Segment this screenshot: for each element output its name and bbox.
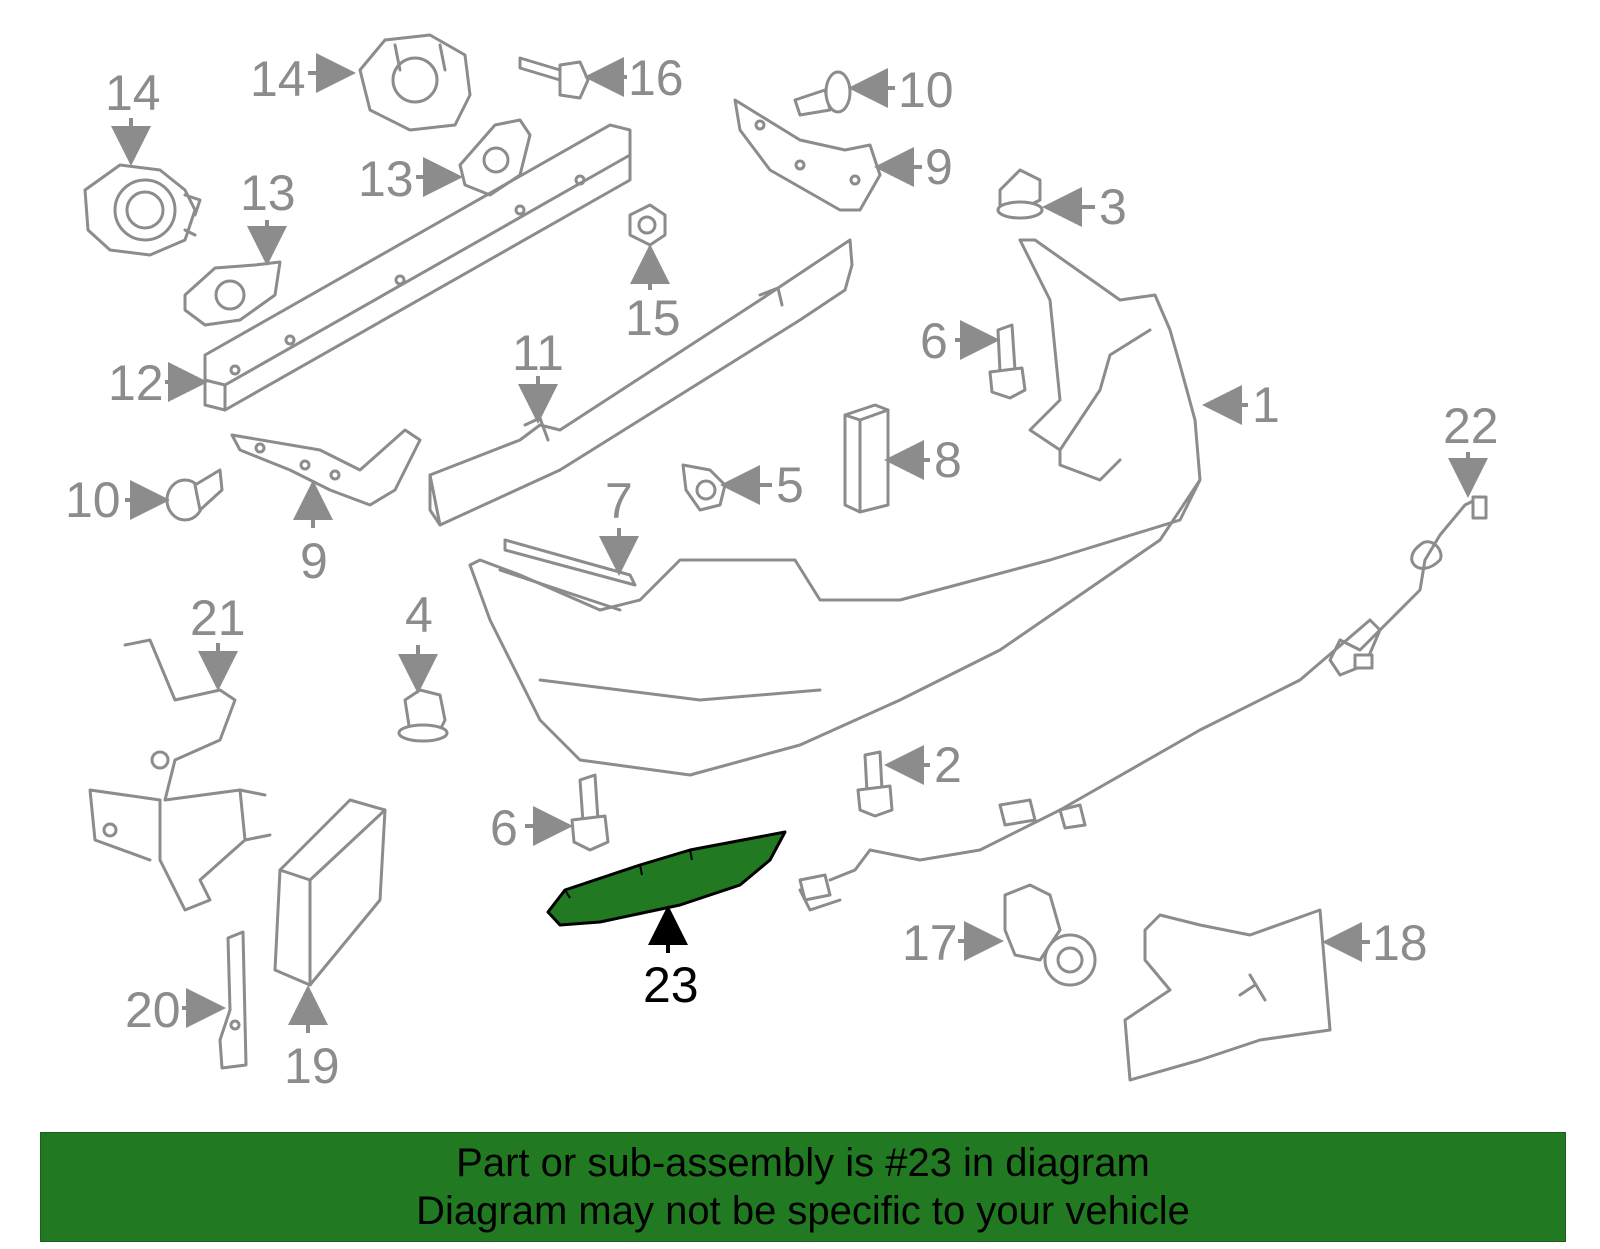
callout-5: 5 [720,457,804,513]
svg-text:12: 12 [108,355,164,411]
part-1-bumper-cover [468,238,1202,777]
part-10-clip-left [165,468,224,522]
callout-1: 1 [1202,377,1280,433]
parts-diagram: 1 2 3 4 5 6 6 7 8 9 9 10 [65,33,1499,1094]
part-23-reflector-highlighted[interactable] [546,830,787,927]
part-14-housing-left [83,163,202,257]
svg-text:10: 10 [65,472,121,528]
callout-2: 2 [884,737,962,793]
svg-text:17: 17 [902,915,958,971]
svg-text:3: 3 [1099,179,1127,235]
part-3-clip [996,168,1044,220]
callout-11: 11 [512,325,564,424]
banner-line-part-number: Part or sub-assembly is #23 in diagram [456,1141,1150,1185]
part-8-spacer-block [843,403,890,514]
callout-23-highlighted: 23 [643,905,699,1013]
svg-text:9: 9 [925,139,953,195]
callout-18: 18 [1322,915,1428,971]
callout-9-left: 9 [293,480,333,589]
svg-text:2: 2 [934,737,962,793]
svg-text:13: 13 [358,151,414,207]
part-7-molding-strip [503,538,637,587]
callout-6-upper: 6 [920,313,1000,369]
callout-6-lower: 6 [490,800,573,856]
part-14-bracket-top [358,33,472,132]
callout-4: 4 [398,587,438,694]
svg-text:10: 10 [898,62,954,118]
callout-13-top: 13 [358,151,463,207]
part-19-control-module [273,798,387,987]
callout-13-left: 13 [240,165,296,266]
svg-text:14: 14 [250,51,306,107]
info-banner: Part or sub-assembly is #23 in diagram D… [40,1132,1566,1242]
callout-17: 17 [902,915,1004,971]
svg-text:5: 5 [776,457,804,513]
part-15-nut [628,203,667,247]
callout-10-top: 10 [848,62,954,118]
svg-text:20: 20 [125,982,181,1038]
part-20-bracket [218,930,248,1070]
svg-text:15: 15 [625,290,681,346]
callout-21: 21 [190,590,246,691]
callout-7: 7 [599,473,639,576]
svg-text:6: 6 [920,313,948,369]
part-17-parking-sensor [1003,883,1097,987]
svg-text:7: 7 [605,473,633,529]
part-6-screw-upper [988,323,1027,400]
callout-14-left: 14 [105,65,161,166]
svg-text:14: 14 [105,65,161,121]
part-6-screw-lower [570,773,610,852]
svg-text:18: 18 [1372,915,1428,971]
callout-22: 22 [1443,398,1499,498]
svg-text:13: 13 [240,165,296,221]
callout-9-right: 9 [874,139,953,195]
banner-line-disclaimer: Diagram may not be specific to your vehi… [416,1189,1190,1233]
callout-12: 12 [108,355,208,411]
callout-20: 20 [125,982,226,1038]
svg-text:21: 21 [190,590,246,646]
svg-text:8: 8 [934,432,962,488]
callout-16: 16 [584,50,684,106]
svg-text:23: 23 [643,957,699,1013]
part-9-bracket-right [733,98,882,212]
part-13-gasket-top [458,118,532,197]
svg-text:16: 16 [628,50,684,106]
part-9-bracket-left [230,428,422,507]
callout-14-top: 14 [250,51,356,107]
part-10-clip-top [793,70,852,117]
svg-text:4: 4 [405,587,433,643]
part-21-bracket [88,638,272,912]
callout-10-left: 10 [65,472,170,528]
svg-text:11: 11 [512,325,564,381]
svg-text:9: 9 [300,533,328,589]
part-16-bolt [518,56,590,100]
svg-text:22: 22 [1443,398,1499,454]
part-5-clip [681,463,727,512]
callout-3: 3 [1042,179,1127,235]
svg-text:1: 1 [1252,377,1280,433]
svg-text:6: 6 [490,800,518,856]
svg-text:19: 19 [284,1038,340,1094]
part-18-shield [1123,908,1332,1082]
callout-8: 8 [884,432,962,488]
callout-15: 15 [625,244,681,346]
part-13-gasket-left [183,260,282,327]
part-4-clip [397,688,449,743]
callout-19: 19 [284,985,340,1094]
part-2-bolt [856,750,894,818]
part-22-wiring-harness [798,495,1488,912]
